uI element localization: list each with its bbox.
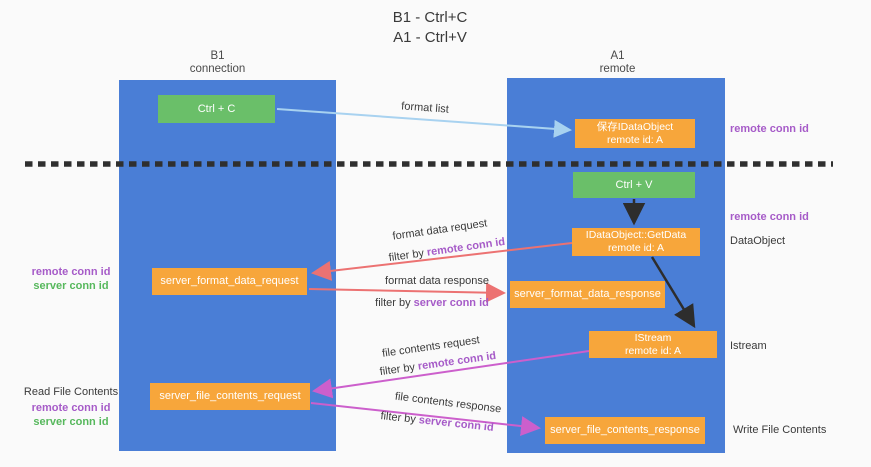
- left-server-conn-id-bottom: server conn id: [33, 416, 109, 428]
- node-server-file-contents-response: server_file_contents_response: [545, 417, 705, 444]
- right-dataobject-label: DataObject: [730, 235, 786, 247]
- file-contents-response-arrow: [310, 402, 541, 436]
- diagram-title: B1 - Ctrl+C A1 - Ctrl+V: [280, 8, 580, 48]
- server-format-data-response-label: server_format_data_response: [514, 288, 661, 300]
- getdata-line1: IDataObject::GetData: [585, 229, 687, 241]
- ctrl-v-label: Ctrl + V: [615, 178, 653, 191]
- node-save-idataobject: 保存IDataObject remote id: A: [575, 119, 695, 148]
- istream-line2: remote id: A: [624, 344, 682, 357]
- node-ctrl-v: Ctrl + V: [573, 172, 695, 198]
- lane-header-a1: A1 remote: [510, 50, 725, 76]
- format-list-arrow: [276, 108, 572, 138]
- ctrl-c-label: Ctrl + C: [197, 102, 236, 115]
- left-remote-conn-id-bottom: remote conn id: [31, 402, 111, 414]
- format-data-response-arrow: [308, 282, 506, 303]
- getdata-line2: remote id: A: [607, 242, 665, 254]
- left-read-file-contents-label: Read File Contents: [23, 386, 119, 398]
- right-remote-conn-id-mid: remote conn id: [730, 211, 809, 223]
- lane-a1-role: remote: [599, 63, 636, 75]
- left-server-conn-id-mid: server conn id: [33, 280, 109, 292]
- node-ctrl-c: Ctrl + C: [158, 95, 275, 123]
- right-write-file-contents-label: Write File Contents: [733, 424, 827, 436]
- format-data-response-label: format data response: [385, 275, 489, 287]
- filter-by-prefix: filter by: [375, 297, 414, 309]
- node-server-format-data-response: server_format_data_response: [510, 281, 665, 308]
- node-server-file-contents-request: server_file_contents_request: [150, 383, 310, 410]
- title-line-2: A1 - Ctrl+V: [393, 29, 467, 46]
- title-line-1: B1 - Ctrl+C: [392, 9, 468, 26]
- istream-line1: IStream: [634, 331, 672, 344]
- getdata-to-istream-arrow: [650, 256, 696, 329]
- lane-b1-name: B1: [210, 50, 225, 62]
- right-remote-conn-id-top: remote conn id: [730, 123, 809, 135]
- lane-b1-role: connection: [189, 63, 246, 75]
- server-file-contents-response-label: server_file_contents_response: [550, 424, 700, 436]
- node-istream: IStream remote id: A: [589, 331, 717, 358]
- format-data-request-arrow: [311, 242, 573, 281]
- node-server-format-data-request: server_format_data_request: [152, 268, 307, 295]
- left-remote-conn-id-mid: remote conn id: [31, 266, 111, 278]
- file-contents-request-arrow: [312, 350, 590, 399]
- save-idataobject-line1: 保存IDataObject: [596, 120, 674, 133]
- node-idataobject-getdata: IDataObject::GetData remote id: A: [572, 228, 700, 256]
- right-istream-label: Istream: [730, 340, 767, 352]
- format-data-response-filter-label: filter by server conn id: [357, 297, 507, 310]
- save-idataobject-line2: remote id: A: [606, 133, 664, 146]
- server-file-contents-request-label: server_file_contents_request: [159, 390, 301, 402]
- lane-header-b1: B1 connection: [110, 50, 325, 76]
- lane-a1-name: A1: [610, 50, 625, 62]
- server-format-data-request-label: server_format_data_request: [160, 275, 299, 287]
- filter-key-server-conn-id: server conn id: [413, 297, 489, 309]
